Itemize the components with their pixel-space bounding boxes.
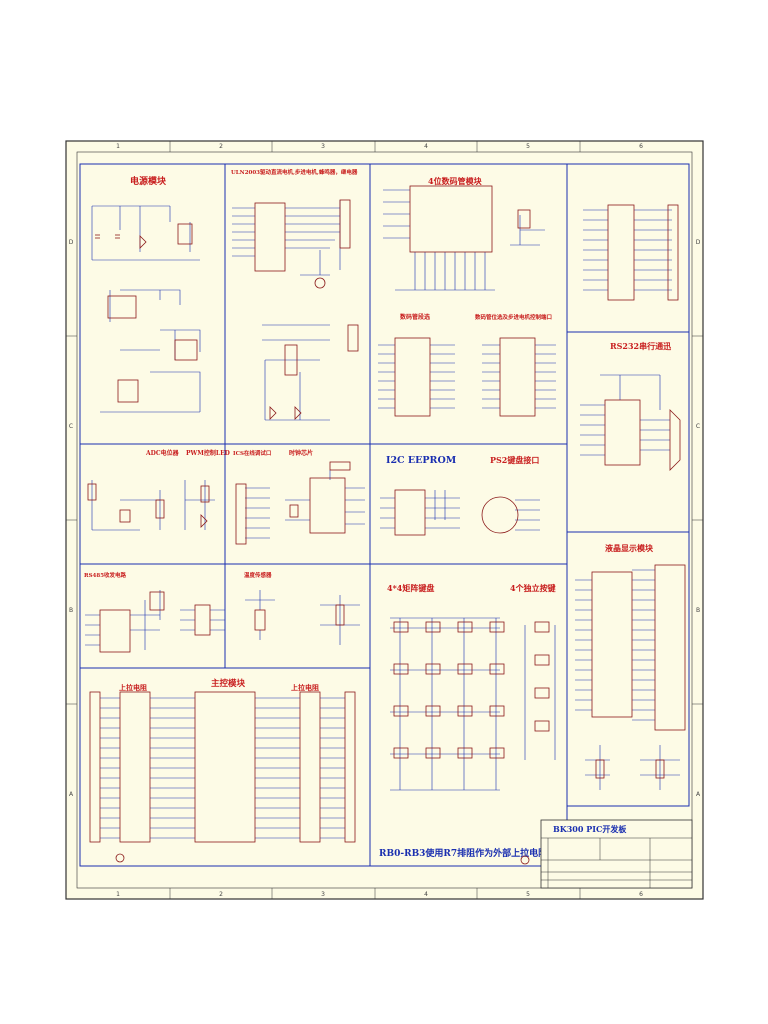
- ds1302-chip: [309, 477, 346, 534]
- zone-bottom-5: 5: [526, 891, 530, 898]
- zone-top-5: 5: [526, 143, 530, 150]
- title-rs232: RS232串行通迅: [610, 341, 671, 351]
- title-seg-bitsel: 数码管位选及步进电机控制端口: [475, 313, 552, 321]
- zone-right-c: C: [696, 423, 700, 430]
- led-bar: [667, 204, 679, 301]
- ps2-connector: [481, 496, 519, 534]
- title-keypad: 4*4矩阵键盘: [387, 583, 434, 593]
- ds18b20: [254, 609, 266, 631]
- uln-header: [339, 199, 351, 249]
- zone-bottom-1: 1: [116, 891, 120, 898]
- bit-latch-chip: [499, 337, 536, 417]
- title-seg-select: 数码管段选: [400, 313, 430, 321]
- pullup-resistors-right: [299, 691, 321, 843]
- max485-chip: [99, 609, 131, 653]
- panel-mcu: [79, 667, 371, 867]
- seg-latch-chip: [394, 337, 431, 417]
- zone-right-a: A: [696, 791, 701, 798]
- panel-lcd: [566, 531, 690, 807]
- zone-right-b: B: [696, 607, 700, 614]
- zone-right-d: D: [696, 239, 701, 246]
- module-panels: [79, 163, 690, 867]
- title-pwm: PWM控制LED: [186, 449, 230, 457]
- zone-top-6: 6: [639, 143, 643, 150]
- lcd1602-header: [591, 571, 633, 718]
- title-block: BK300 PIC开发板: [540, 819, 693, 889]
- vr2: [655, 759, 665, 779]
- expansion-header: [177, 223, 193, 245]
- zone-labels: 1 2 3 4 5 6 1 2 3 4 5 6 D C B A D C B A: [69, 143, 701, 898]
- db9-connector: [669, 409, 681, 471]
- schematic-wires: [85, 189, 680, 839]
- pullup-resistors-left: [119, 691, 151, 843]
- zone-left-c: C: [69, 423, 73, 430]
- clock-crystal: [289, 504, 299, 518]
- led-latch-chip: [607, 204, 635, 301]
- relay-header: [347, 324, 359, 352]
- expansion-header-left: [89, 691, 101, 843]
- keypad-pullup-note: RB0-RB3使用R7排阻作为外部上拉电阻: [379, 847, 547, 859]
- title-power: 电源模块: [130, 175, 167, 187]
- max232-chip: [604, 399, 641, 466]
- board-title: BK300 PIC开发板: [553, 824, 627, 834]
- zone-bottom-3: 3: [321, 891, 325, 898]
- eeprom-chip: [394, 489, 426, 536]
- adc-pot: [155, 499, 165, 519]
- title-pullup-right: 上拉电阻: [291, 683, 319, 692]
- title-keys: 4个独立按键: [510, 583, 556, 593]
- title-temp: 温度传感器: [244, 571, 272, 579]
- title-mcu: 主控模块: [211, 678, 246, 689]
- ir-receiver: [517, 209, 531, 229]
- battery: [329, 461, 351, 471]
- title-ps2: PS2键盘接口: [490, 455, 539, 465]
- title-rs485: RS485收发电路: [84, 571, 127, 579]
- zone-bottom-6: 6: [639, 891, 643, 898]
- zone-left-b: B: [69, 607, 73, 614]
- power-jack: [107, 295, 137, 319]
- usb-connector: [117, 379, 139, 403]
- title-ics: ICS在线调试口: [233, 449, 271, 457]
- buzzer: [314, 277, 326, 289]
- zone-top-1: 1: [116, 143, 120, 150]
- zone-ticks: [66, 141, 703, 899]
- ics-header: [235, 483, 247, 545]
- zone-top-4: 4: [424, 143, 428, 150]
- zone-top-2: 2: [219, 143, 223, 150]
- zone-left-a: A: [69, 791, 74, 798]
- module-titles: 电源模块 ULN2003驱动直流电机,步进电机,蜂鸣器，继电器 4位数码管模块 …: [84, 168, 671, 859]
- vr1: [595, 759, 605, 779]
- reset-button: [119, 509, 131, 523]
- zone-bottom-4: 4: [424, 891, 428, 898]
- zone-left-d: D: [69, 239, 74, 246]
- sheet-frame: [65, 140, 704, 900]
- lcd12864-header: [654, 564, 686, 731]
- title-uln2003: ULN2003驱动直流电机,步进电机,蜂鸣器，继电器: [231, 168, 358, 176]
- seg7-display: [409, 185, 493, 253]
- zone-bottom-2: 2: [219, 891, 223, 898]
- relay-coil: [284, 344, 298, 376]
- title-adc: ADC电位器: [145, 449, 180, 457]
- main-crystal: [335, 604, 345, 626]
- pic16f877a-chip: [194, 691, 256, 843]
- power-switch: [174, 339, 198, 361]
- schematic-components: [87, 185, 686, 865]
- title-i2c: I2C EEPROM: [386, 455, 457, 466]
- zone-top-3: 3: [321, 143, 325, 150]
- title-seg7: 4位数码管模块: [428, 176, 483, 186]
- title-lcd: 液晶显示模块: [605, 543, 654, 553]
- rs485-jumper: [194, 604, 211, 636]
- expansion-header-right: [344, 691, 356, 843]
- title-pullup-left: 上拉电阻: [119, 683, 147, 692]
- title-clock: 时钟芯片: [289, 449, 313, 457]
- uln2003-chip: [254, 202, 286, 272]
- keypad-buttons: [393, 621, 550, 759]
